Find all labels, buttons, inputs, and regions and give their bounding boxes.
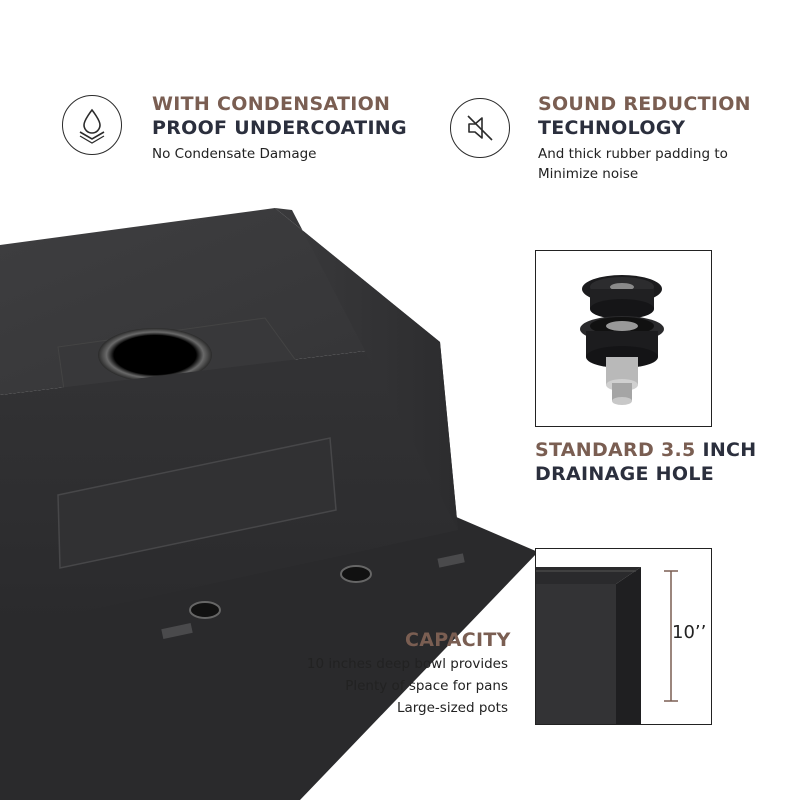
capacity-description-line3: Large-sized pots bbox=[396, 700, 508, 716]
feature-1-description: No Condensate Damage bbox=[152, 146, 317, 162]
bowl-depth-image-frame bbox=[535, 548, 712, 725]
bowl-depth-image bbox=[536, 567, 678, 724]
drain-title-rest: INCH bbox=[695, 439, 757, 461]
capacity-description-line2: Plenty of space for pans bbox=[345, 678, 508, 694]
feature-2-description-line1: And thick rubber padding to bbox=[538, 146, 728, 162]
feature-1-title-line1: WITH CONDENSATION bbox=[152, 93, 391, 115]
drain-title-line2: DRAINAGE HOLE bbox=[535, 463, 715, 485]
drain-strainer-image bbox=[580, 275, 664, 405]
drain-title-line1: STANDARD 3.5 INCH bbox=[535, 438, 756, 462]
capacity-description-line1: 10 inches deep bowl provides bbox=[306, 656, 508, 672]
capacity-title: CAPACITY bbox=[405, 629, 511, 651]
feature-2-description-line2: Minimize noise bbox=[538, 166, 639, 182]
condensation-drop-icon bbox=[62, 95, 122, 155]
feature-2-title-line2: TECHNOLOGY bbox=[538, 117, 686, 139]
drain-strainer-image-frame bbox=[535, 250, 712, 427]
depth-label: 10’’ bbox=[672, 620, 707, 645]
drain-title-accent: STANDARD 3.5 bbox=[535, 439, 696, 461]
feature-2-title-line1: SOUND REDUCTION bbox=[538, 93, 751, 115]
sound-off-icon bbox=[450, 98, 510, 158]
feature-1-title-line2: PROOF UNDERCOATING bbox=[152, 117, 407, 139]
